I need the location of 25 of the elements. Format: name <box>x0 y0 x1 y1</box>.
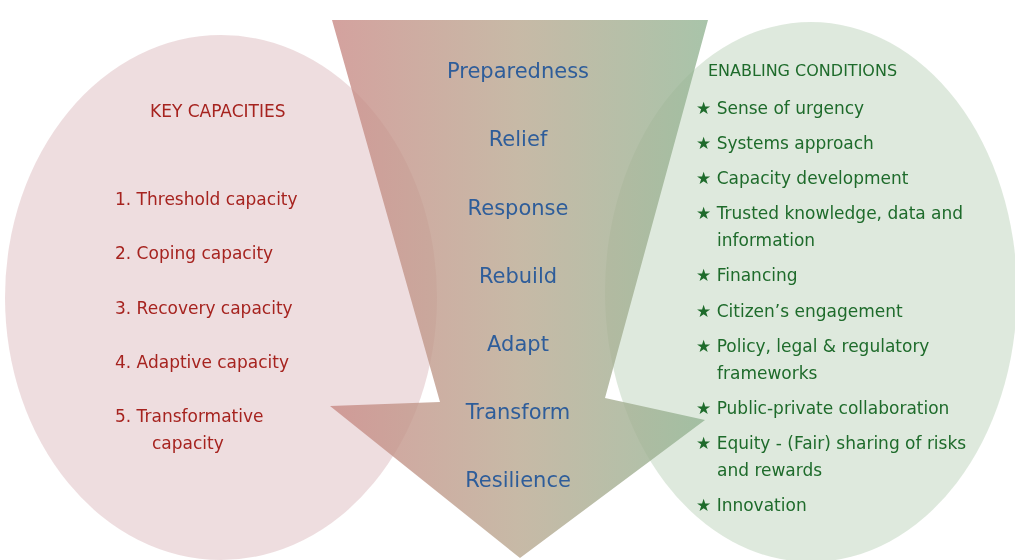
stage-label: Rebuild <box>477 263 559 290</box>
list-item: 3. Recovery capacity <box>115 297 294 320</box>
heading: ENABLING CONDITIONS <box>708 60 899 82</box>
list-item: ★ Public-private collaboration <box>696 397 951 420</box>
stage-label: Adapt <box>486 331 550 358</box>
list-item: 4. Adaptive capacity <box>115 351 291 374</box>
list-item: ★ Innovation <box>696 494 808 517</box>
list-item: ★ Financing <box>696 264 799 287</box>
stage-label: Preparedness <box>445 58 591 85</box>
list-item: 2. Coping capacity <box>115 242 275 265</box>
list-item: ★ Trusted knowledge, data and information <box>696 202 965 252</box>
stage-label: Response <box>466 195 570 222</box>
list-item: ★ Systems approach <box>696 132 875 155</box>
funnel-shape <box>330 18 710 560</box>
stage-label: Transform <box>464 399 572 426</box>
list-item: ★ Policy, legal & regulatory frameworks <box>696 335 931 385</box>
heading: KEY CAPACITIES <box>150 100 287 123</box>
list-item: ★ Citizen’s engagement <box>696 300 904 323</box>
list-item: ★ Sense of urgency <box>696 97 866 120</box>
stage-label: Relief <box>487 126 549 153</box>
list-item: 1. Threshold capacity <box>115 188 299 211</box>
list-item: ★ Capacity development <box>696 167 910 190</box>
list-item: ★ Equity - (Fair) sharing of risks and rewards <box>696 432 968 482</box>
list-item: 5. Transformative capacity <box>115 405 265 455</box>
stage-label: Resilience <box>464 467 572 494</box>
